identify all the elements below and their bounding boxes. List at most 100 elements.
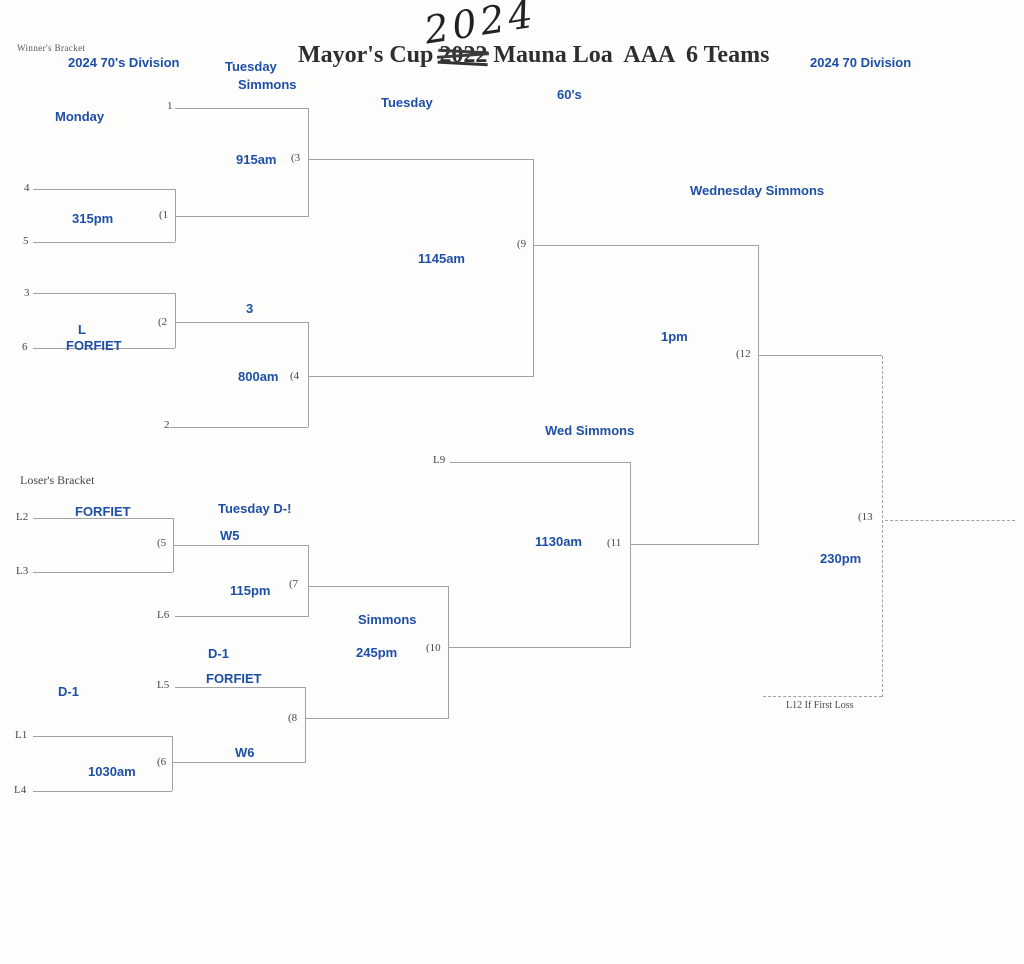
m10-number: (10 bbox=[426, 642, 441, 654]
m11-time: 1130am bbox=[535, 534, 582, 549]
m7-source-w5: W5 bbox=[220, 528, 240, 543]
round2-day-label: Tuesday bbox=[381, 95, 433, 110]
column-day-label: Tuesday bbox=[225, 59, 277, 74]
seed3-label: 3 bbox=[24, 287, 30, 299]
line-m6-join bbox=[172, 736, 173, 791]
line-m7-join bbox=[308, 545, 309, 617]
line-m8-join bbox=[305, 687, 306, 763]
line-l3 bbox=[33, 572, 173, 573]
l4-label: L4 bbox=[14, 784, 27, 796]
m11-number: (11 bbox=[607, 537, 622, 549]
seed2-label: 2 bbox=[164, 419, 170, 431]
line-seed4 bbox=[33, 189, 175, 190]
line-l12-dashed bbox=[763, 696, 882, 697]
m2-result-forfeit: FORFIET bbox=[66, 338, 122, 353]
line-m4-out bbox=[308, 376, 533, 377]
line-m6-out bbox=[172, 762, 305, 763]
line-m10-join bbox=[448, 586, 449, 719]
line-m1-join bbox=[175, 189, 176, 242]
m6-number: (6 bbox=[157, 756, 167, 768]
line-seed3 bbox=[33, 293, 175, 294]
l12-footnote: L12 If First Loss bbox=[786, 700, 854, 711]
line-m7-out bbox=[308, 586, 448, 587]
line-l4 bbox=[33, 791, 172, 792]
m4-time: 800am bbox=[238, 369, 279, 384]
line-m2-out bbox=[175, 322, 308, 323]
title-prefix: Mayor's Cup bbox=[298, 42, 440, 68]
l2-label: L2 bbox=[16, 511, 29, 523]
line-l6 bbox=[175, 616, 308, 617]
m11-day-label: Wed Simmons bbox=[545, 423, 635, 438]
group-60s-label: 60's bbox=[557, 87, 582, 102]
m7-number: (7 bbox=[289, 578, 299, 590]
m3-number: (3 bbox=[291, 152, 301, 164]
line-m1-out bbox=[175, 216, 308, 217]
line-l2 bbox=[33, 518, 173, 519]
m12-day-label: Wednesday Simmons bbox=[690, 183, 825, 198]
seed4-label: 4 bbox=[24, 182, 30, 194]
m2-result-l: L bbox=[78, 322, 86, 337]
m8-result-forfeit: FORFIET bbox=[206, 671, 262, 686]
line-m13-join-dashed bbox=[882, 356, 883, 697]
m10-time: 245pm bbox=[356, 645, 398, 660]
m13-number: (13 bbox=[858, 511, 873, 523]
m9-time: 1145am bbox=[418, 251, 465, 266]
m4-number: (4 bbox=[290, 370, 300, 382]
m7-time: 115pm bbox=[230, 583, 271, 598]
m2-number: (2 bbox=[158, 316, 168, 328]
division-right-label: 2024 70 Division bbox=[810, 55, 912, 70]
division-left-label: 2024 70's Division bbox=[68, 55, 180, 70]
l5-label: L5 bbox=[157, 679, 170, 691]
m6-time: 1030am bbox=[88, 764, 136, 779]
title-suffix: Mauna Loa AAA 6 Teams bbox=[487, 42, 770, 68]
m7-day-label: Tuesday D-! bbox=[218, 501, 292, 516]
seed6-label: 6 bbox=[22, 341, 28, 353]
line-l9 bbox=[450, 462, 630, 463]
m3-time: 915am bbox=[236, 152, 277, 167]
losers-bracket-label: Loser's Bracket bbox=[20, 473, 95, 487]
title-struck-year: 2022 bbox=[439, 42, 488, 68]
seed5-label: 5 bbox=[23, 235, 29, 247]
line-m10-out bbox=[448, 647, 630, 648]
line-m12-join bbox=[758, 245, 759, 545]
m5-number: (5 bbox=[157, 537, 167, 549]
m1-time: 315pm bbox=[72, 211, 114, 226]
m9-number: (9 bbox=[517, 238, 527, 250]
l9-label: L9 bbox=[433, 454, 446, 466]
l3-label: L3 bbox=[16, 565, 29, 577]
line-seed6 bbox=[33, 348, 175, 349]
m8-day-label: D-1 bbox=[208, 646, 229, 661]
m1-day-label: Monday bbox=[55, 109, 105, 124]
m10-site-label: Simmons bbox=[358, 612, 417, 627]
m12-number: (12 bbox=[736, 348, 751, 360]
page-title: Mayor's Cup 2022 Mauna Loa AAA 6 Teams bbox=[298, 42, 769, 69]
line-m5-out bbox=[173, 545, 308, 546]
l1-label: L1 bbox=[15, 729, 28, 741]
line-m9-join bbox=[533, 159, 534, 377]
m6-day-label: D-1 bbox=[58, 684, 79, 699]
line-seed5 bbox=[33, 242, 175, 243]
m12-time: 1pm bbox=[661, 329, 688, 344]
line-m8-out bbox=[305, 718, 448, 719]
m8-source-w6: W6 bbox=[235, 745, 255, 760]
line-m4-join bbox=[308, 322, 309, 427]
seed1-label: 1 bbox=[167, 100, 173, 112]
line-seed2 bbox=[170, 427, 308, 428]
m1-number: (1 bbox=[159, 209, 169, 221]
line-l5 bbox=[175, 687, 305, 688]
m4-court: 3 bbox=[246, 301, 254, 316]
line-l1 bbox=[33, 736, 172, 737]
line-m11-out bbox=[630, 544, 758, 545]
line-m9-out bbox=[533, 245, 758, 246]
l6-label: L6 bbox=[157, 609, 170, 621]
line-m11-join bbox=[630, 462, 631, 648]
line-m13-out-dashed bbox=[885, 520, 1015, 521]
winners-bracket-label: Winner's Bracket bbox=[17, 43, 86, 53]
line-m3-out bbox=[308, 159, 533, 160]
line-m12-out bbox=[758, 355, 882, 356]
m5-result-forfeit: FORFIET bbox=[75, 504, 131, 519]
m8-number: (8 bbox=[288, 712, 298, 724]
line-m3-join bbox=[308, 108, 309, 217]
m13-time: 230pm bbox=[820, 551, 862, 566]
